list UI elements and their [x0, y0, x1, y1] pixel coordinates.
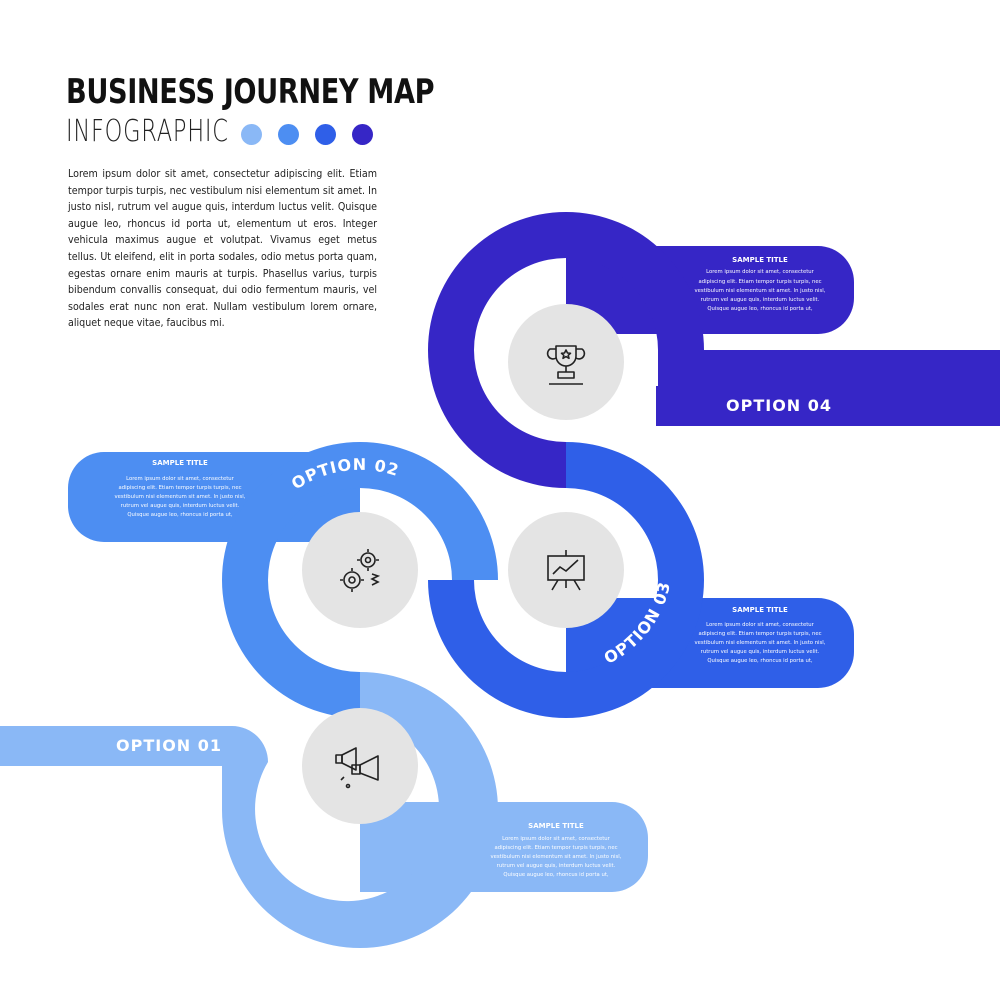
option-04-label: OPTION 04 [726, 396, 832, 415]
option-04-card-text: SAMPLE TITLE Lorem ipsum dolor sit amet,… [695, 256, 826, 312]
card-line: vestibulum nisi elementum sit amet. In j… [695, 288, 826, 294]
card-line: Lorem ipsum dolor sit amet, consectetur [706, 269, 815, 275]
option-04-ribbon [428, 212, 1000, 488]
option-01-group [0, 672, 648, 948]
card-line: vestibulum nisi elementum sit amet. In j… [115, 494, 246, 500]
intro-paragraph: Lorem ipsum dolor sit amet, consectetur … [68, 168, 377, 330]
card-line: rutrum vel augue quis, interdum luctus v… [497, 863, 616, 869]
option-03-ring [428, 442, 704, 718]
card-line: Quisque augue leo, rhoncus id porta ut, [707, 306, 813, 312]
card-line: Quisque augue leo, rhoncus id porta ut, [707, 658, 813, 664]
option-02-icon-disc [302, 512, 418, 628]
card-line: rutrum vel augue quis, interdum luctus v… [701, 649, 820, 655]
presentation-board-icon [547, 550, 585, 591]
card-line: adipiscing elit. Etiam tempor turpis tur… [698, 631, 821, 637]
option-02-group [68, 442, 498, 718]
card-line: Quisque augue leo, rhoncus id porta ut, [127, 512, 233, 518]
option-04-ribbon-curve [658, 350, 704, 426]
option-04-group [428, 212, 1000, 488]
option-02-ring [222, 442, 498, 718]
option-04-icon-disc [508, 304, 624, 420]
option-03-card-title: SAMPLE TITLE [732, 606, 788, 614]
card-line: rutrum vel augue quis, interdum luctus v… [701, 297, 820, 303]
option-01-ribbon [0, 672, 498, 948]
option-01-label: OPTION 01 [116, 736, 222, 755]
card-line: Lorem ipsum dolor sit amet, consectetur [706, 622, 815, 628]
card-line: adipiscing elit. Etiam tempor turpis tur… [494, 845, 617, 851]
card-line: adipiscing elit. Etiam tempor turpis tur… [118, 485, 241, 491]
option-03-card-text: SAMPLE TITLE Lorem ipsum dolor sit amet,… [695, 606, 826, 664]
card-line: vestibulum nisi elementum sit amet. In j… [695, 640, 826, 646]
card-line: rutrum vel augue quis, interdum luctus v… [121, 503, 240, 509]
color-dot-3 [315, 124, 336, 145]
card-line: Lorem ipsum dolor sit amet, consectetur [126, 476, 235, 482]
page-title: BUSINESS JOURNEY MAP [66, 72, 435, 112]
card-line: Quisque augue leo, rhoncus id porta ut, [503, 872, 609, 878]
option-01-card-text: SAMPLE TITLE Lorem ipsum dolor sit amet,… [491, 822, 622, 878]
option-01-card-title: SAMPLE TITLE [528, 822, 584, 830]
megaphone-icon [335, 747, 379, 789]
color-dots [241, 124, 373, 145]
color-dot-4 [352, 124, 373, 145]
option-02-card-text: SAMPLE TITLE Lorem ipsum dolor sit amet,… [115, 459, 246, 518]
option-03-group [428, 442, 854, 718]
page-subtitle: INFOGRAPHIC [66, 114, 229, 149]
gears-icon [340, 549, 381, 592]
option-04-ribbon-tail [656, 386, 1000, 426]
trophy-icon [546, 345, 586, 385]
card-line: Lorem ipsum dolor sit amet, consectetur [502, 836, 611, 842]
option-02-card-title: SAMPLE TITLE [152, 459, 208, 467]
card-line: vestibulum nisi elementum sit amet. In j… [491, 854, 622, 860]
card-line: adipiscing elit. Etiam tempor turpis tur… [698, 279, 821, 285]
color-dot-2 [278, 124, 299, 145]
option-04-card-title: SAMPLE TITLE [732, 256, 788, 264]
color-dot-1 [241, 124, 262, 145]
